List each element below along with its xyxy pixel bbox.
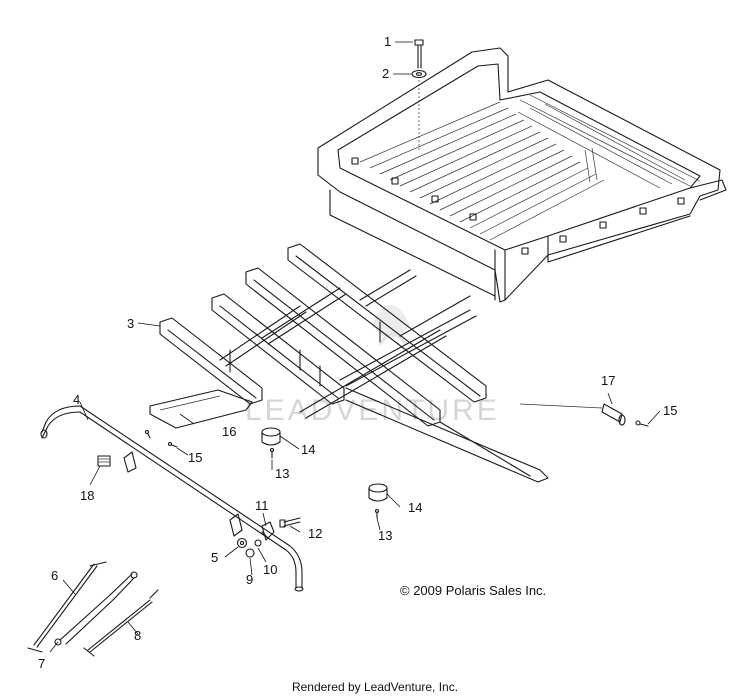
callout-13a: 13 [275, 466, 289, 481]
part-washer-2 [411, 69, 427, 79]
part-nut-5 [236, 537, 248, 549]
part-plate-16 [149, 389, 253, 429]
callout-7: 7 [38, 656, 45, 671]
callout-18: 18 [80, 488, 94, 503]
leader-lines [49, 41, 661, 653]
callout-14a: 14 [301, 442, 315, 457]
callout-3: 3 [127, 316, 134, 331]
cargo-box [317, 47, 727, 303]
part-bolt-1 [414, 39, 424, 69]
part-cable-8 [83, 589, 159, 657]
callout-15b: 15 [663, 403, 677, 418]
part-nut-9 [245, 548, 255, 558]
part-washer-10 [254, 539, 262, 547]
callout-8: 8 [134, 628, 141, 643]
footer-credit: Rendered by LeadVenture, Inc. [291, 680, 459, 694]
part-tube-4 [40, 405, 304, 592]
callout-9: 9 [246, 572, 253, 587]
part-spacer-14b [368, 483, 388, 502]
callout-16: 16 [222, 424, 236, 439]
part-rod-6 [27, 561, 107, 653]
callout-4: 4 [73, 392, 80, 407]
callout-12: 12 [308, 526, 322, 541]
callout-1: 1 [384, 34, 391, 49]
copyright-text: © 2009 Polaris Sales Inc. [400, 583, 546, 598]
callout-2: 2 [382, 66, 389, 81]
part-screw-13b [374, 508, 380, 519]
callout-10: 10 [263, 562, 277, 577]
part-strut-7 [54, 571, 138, 646]
part-clamp-11 [261, 521, 275, 541]
callout-17: 17 [601, 373, 615, 388]
part-spacer-14a [261, 427, 281, 446]
callout-11: 11 [255, 498, 269, 513]
callout-6: 6 [51, 568, 58, 583]
part-bolt-12 [279, 517, 301, 528]
callout-5: 5 [211, 550, 218, 565]
part-screw-13a [269, 447, 275, 459]
part-pin-17 [519, 403, 626, 426]
part-screw-15b [635, 420, 649, 427]
callout-13b: 13 [378, 528, 392, 543]
callout-15a: 15 [188, 450, 202, 465]
part-screw-15a [167, 441, 178, 448]
callout-14b: 14 [408, 500, 422, 515]
part-frame-3 [159, 243, 549, 483]
part-screw-extra [144, 429, 151, 439]
part-bushing-18 [97, 455, 111, 467]
